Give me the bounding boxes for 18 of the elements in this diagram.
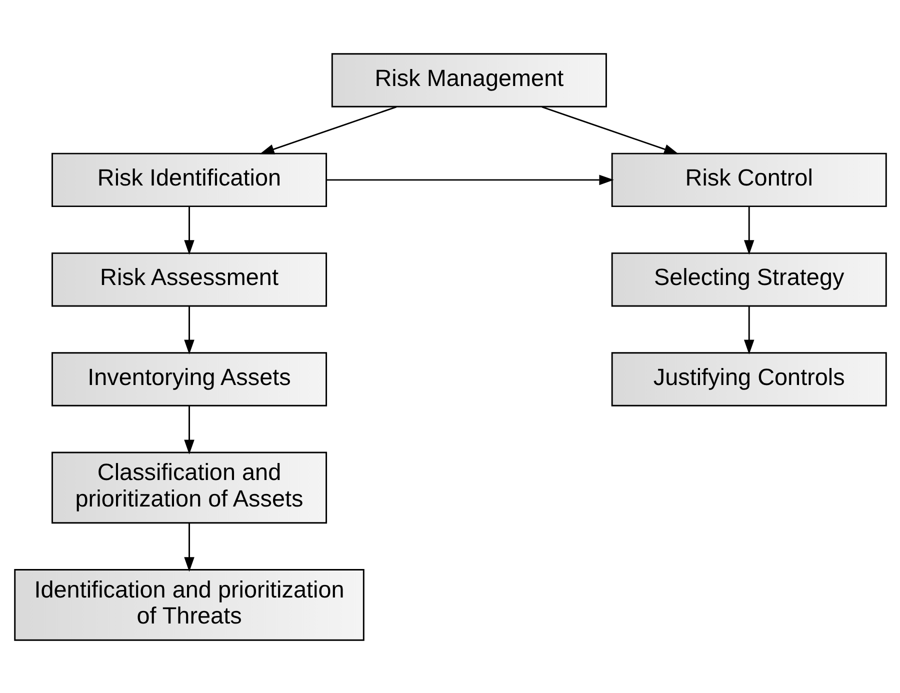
- node-box: Risk Identification: [51, 152, 327, 207]
- arrow: [184, 206, 194, 254]
- node-box: Classification and prioritization of Assets: [51, 451, 327, 524]
- node-box: Risk Control: [610, 152, 886, 207]
- arrow: [259, 106, 396, 154]
- node-box: Identification and prioritization of Threats: [14, 568, 364, 640]
- arrow: [184, 306, 194, 354]
- arrow: [184, 405, 194, 454]
- arrow: [743, 206, 754, 254]
- arrow: [541, 106, 678, 154]
- node-box: Risk Assessment: [51, 252, 327, 306]
- arrow: [184, 522, 194, 572]
- node-box: Selecting Strategy: [610, 252, 886, 306]
- arrow: [743, 306, 754, 354]
- node-box: Inventorying Assets: [51, 352, 327, 406]
- arrow: [326, 174, 614, 185]
- node-box: Risk Management: [330, 52, 606, 107]
- node-box: Justifying Controls: [610, 352, 886, 406]
